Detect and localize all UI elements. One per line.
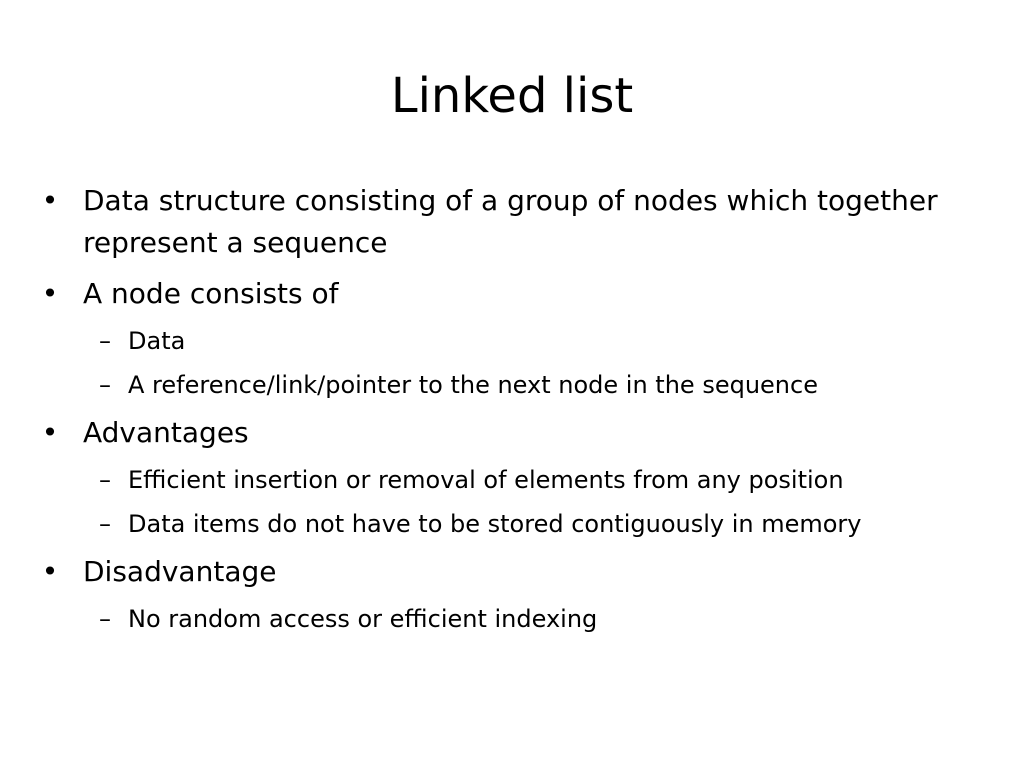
bullet-marker: • xyxy=(41,277,59,310)
bullet-marker: • xyxy=(41,555,59,588)
sub-bullet-text: Data items do not have to be stored cont… xyxy=(128,510,862,538)
sub-bullet-marker: – xyxy=(99,327,111,355)
sub-bullet-item: – Efficient insertion or removal of elem… xyxy=(83,462,984,498)
bullet-item: • Data structure consisting of a group o… xyxy=(40,180,984,264)
sub-bullet-list: – No random access or efficient indexing xyxy=(83,601,984,637)
bullet-text: Advantages xyxy=(83,416,249,449)
bullet-text: Data structure consisting of a group of … xyxy=(83,184,938,259)
bullet-item: • Disadvantage – No random access or eff… xyxy=(40,551,984,637)
sub-bullet-text: Efficient insertion or removal of elemen… xyxy=(128,466,844,494)
bullet-text: Disadvantage xyxy=(83,555,277,588)
sub-bullet-marker: – xyxy=(99,605,111,633)
sub-bullet-item: – No random access or efficient indexing xyxy=(83,601,984,637)
sub-bullet-text: A reference/link/pointer to the next nod… xyxy=(128,371,818,399)
bullet-list: • Data structure consisting of a group o… xyxy=(40,180,984,646)
sub-bullet-text: Data xyxy=(128,327,186,355)
sub-bullet-list: – Data – A reference/link/pointer to the… xyxy=(83,323,984,403)
bullet-marker: • xyxy=(41,416,59,449)
bullet-item: • Advantages – Efficient insertion or re… xyxy=(40,412,984,542)
slide-title: Linked list xyxy=(390,68,634,124)
sub-bullet-marker: – xyxy=(99,510,111,538)
sub-bullet-item: – Data xyxy=(83,323,984,359)
sub-bullet-item: – A reference/link/pointer to the next n… xyxy=(83,367,984,403)
sub-bullet-text: No random access or efficient indexing xyxy=(128,605,598,633)
sub-bullet-marker: – xyxy=(99,371,111,399)
bullet-text: A node consists of xyxy=(83,277,339,310)
sub-bullet-marker: – xyxy=(99,466,111,494)
sub-bullet-item: – Data items do not have to be stored co… xyxy=(83,506,984,542)
bullet-marker: • xyxy=(41,184,59,217)
bullet-item: • A node consists of – Data – A referenc… xyxy=(40,273,984,403)
sub-bullet-list: – Efficient insertion or removal of elem… xyxy=(83,462,984,542)
